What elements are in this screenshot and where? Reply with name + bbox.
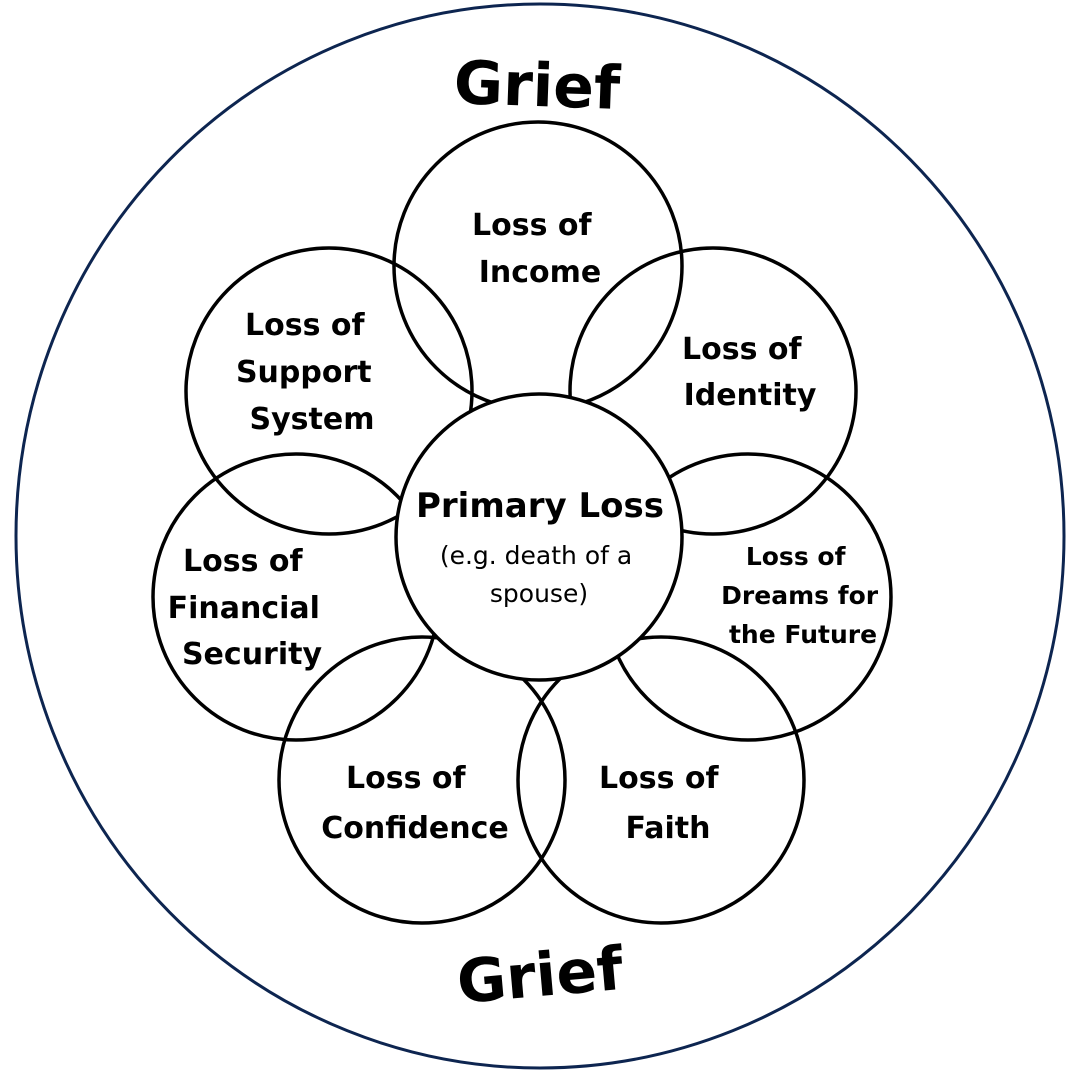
circle-loss-of-support-system (184, 246, 474, 536)
label-loss-of-dreams-for-the-future: Loss of Dreams for the Future (721, 542, 887, 649)
primary-loss-example: (e.g. death of a spouse) (440, 541, 640, 608)
label-line: Dreams for (721, 581, 879, 610)
label-line: Income (479, 255, 602, 290)
label-line: Loss of (346, 761, 466, 796)
label-line: spouse) (490, 579, 588, 608)
label-line: the Future (729, 620, 877, 649)
label-line: Identity (684, 378, 817, 413)
label-line: Loss of (183, 544, 303, 579)
label-line: Loss of (599, 761, 719, 796)
label-line: System (250, 402, 375, 437)
circle-loss-of-faith (516, 635, 806, 925)
circle-loss-of-confidence (277, 635, 567, 925)
circle-primary-loss (394, 392, 684, 682)
label-loss-of-confidence: Loss of Confidence (321, 761, 509, 846)
label-line: (e.g. death of a (440, 541, 632, 570)
label-loss-of-income: Loss of Income (472, 208, 602, 290)
grief-label-top: Grief (453, 48, 622, 124)
label-line: Support (236, 355, 372, 390)
primary-loss-title: Primary Loss (416, 486, 664, 526)
label-line: Financial (168, 591, 320, 626)
label-line: Confidence (321, 811, 509, 846)
label-loss-of-support-system: Loss of Support System (236, 308, 382, 437)
label-loss-of-faith: Loss of Faith (599, 761, 729, 846)
label-loss-of-financial-security: Loss of Financial Security (168, 544, 331, 672)
label-line: Loss of (472, 208, 592, 243)
label-line: Loss of (746, 542, 847, 571)
circle-loss-of-identity (568, 246, 858, 536)
grief-label-bottom: Grief (454, 934, 627, 1018)
label-loss-of-identity: Loss of Identity (682, 332, 817, 413)
label-line: Security (182, 637, 323, 672)
label-line: Faith (626, 811, 711, 846)
label-line: Loss of (682, 332, 802, 367)
label-line: Loss of (245, 308, 365, 343)
